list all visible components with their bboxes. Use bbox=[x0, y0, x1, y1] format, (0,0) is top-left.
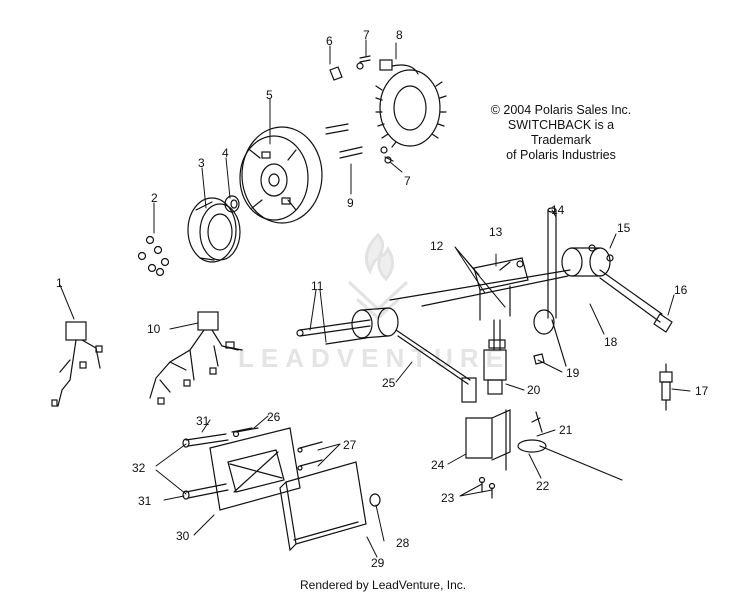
bolts-2 bbox=[137, 235, 170, 277]
callout-7a: 7 bbox=[363, 28, 370, 42]
pins-9 bbox=[325, 123, 363, 159]
bolts-11 bbox=[296, 319, 371, 345]
leader-lines bbox=[59, 39, 691, 558]
screws-7 bbox=[356, 55, 394, 164]
callout-21: 21 bbox=[559, 423, 573, 437]
sensor-part-20 bbox=[483, 319, 507, 395]
mount-plate-part-30 bbox=[209, 427, 301, 511]
callout-31a: 31 bbox=[196, 414, 210, 428]
callout-27: 27 bbox=[343, 438, 357, 452]
callout-12: 12 bbox=[430, 239, 444, 253]
copyright-line-1: © 2004 Polaris Sales Inc. bbox=[490, 103, 632, 117]
bolts-31-32 bbox=[182, 427, 253, 500]
nut-part-28 bbox=[369, 493, 381, 507]
callout-10: 10 bbox=[147, 322, 161, 336]
callout-17: 17 bbox=[695, 384, 709, 398]
callout-18: 18 bbox=[604, 335, 618, 349]
callout-32: 32 bbox=[132, 461, 146, 475]
callout-2: 2 bbox=[151, 191, 158, 205]
callout-30: 30 bbox=[176, 529, 190, 543]
callout-4: 4 bbox=[222, 146, 229, 160]
callout-16: 16 bbox=[674, 283, 688, 297]
footer-credit: Rendered by LeadVenture, Inc. bbox=[300, 578, 467, 592]
callout-11: 11 bbox=[311, 279, 324, 293]
watermark-logo bbox=[348, 232, 408, 321]
callout-5: 5 bbox=[266, 88, 273, 102]
copyright-block: © 2004 Polaris Sales Inc. SWITCHBACK is … bbox=[486, 103, 636, 163]
callout-19: 19 bbox=[566, 366, 580, 380]
callout-28: 28 bbox=[396, 536, 410, 550]
cable-part-22 bbox=[517, 411, 623, 481]
spark-plug-cap-part-16 bbox=[653, 313, 673, 333]
callout-13: 13 bbox=[489, 225, 503, 239]
stator-part-8 bbox=[375, 59, 447, 148]
callout-7b: 7 bbox=[404, 174, 411, 188]
callout-29: 29 bbox=[371, 556, 385, 570]
copyright-line-2: SWITCHBACK is a Trademark bbox=[507, 118, 615, 147]
ignition-coil-part-25 bbox=[351, 307, 477, 403]
callout-9: 9 bbox=[347, 196, 354, 210]
screws-23 bbox=[478, 476, 496, 499]
callout-20: 20 bbox=[527, 383, 541, 397]
control-module-part-29 bbox=[279, 461, 367, 552]
callout-26: 26 bbox=[267, 410, 281, 424]
bracket-part-24 bbox=[465, 409, 511, 471]
fitting-part-19 bbox=[533, 353, 545, 365]
spark-plug-part-17 bbox=[659, 363, 673, 411]
relay-harness-part-1 bbox=[51, 321, 103, 407]
nut-part-4 bbox=[224, 195, 240, 213]
flywheel-part-5 bbox=[239, 126, 323, 224]
ignition-coil-part-18 bbox=[389, 244, 663, 323]
callout-31b: 31 bbox=[138, 494, 152, 508]
relay-harness-part-10 bbox=[149, 311, 243, 405]
callout-22: 22 bbox=[536, 479, 550, 493]
watermark-text: LEADVENTURE bbox=[238, 343, 511, 373]
callout-15: 15 bbox=[617, 221, 631, 235]
callout-3: 3 bbox=[198, 156, 205, 170]
callout-14: 14 bbox=[551, 203, 565, 217]
rod-part-14 bbox=[533, 207, 567, 367]
part-6-clip bbox=[329, 66, 343, 81]
callout-24: 24 bbox=[431, 458, 445, 472]
callout-1: 1 bbox=[56, 276, 63, 290]
ring-part-3 bbox=[187, 197, 241, 263]
callout-25: 25 bbox=[382, 376, 396, 390]
callout-6: 6 bbox=[326, 34, 333, 48]
callout-8: 8 bbox=[396, 28, 403, 42]
callout-23: 23 bbox=[441, 491, 455, 505]
screws-26-27 bbox=[232, 427, 323, 471]
copyright-line-3: of Polaris Industries bbox=[506, 148, 616, 162]
